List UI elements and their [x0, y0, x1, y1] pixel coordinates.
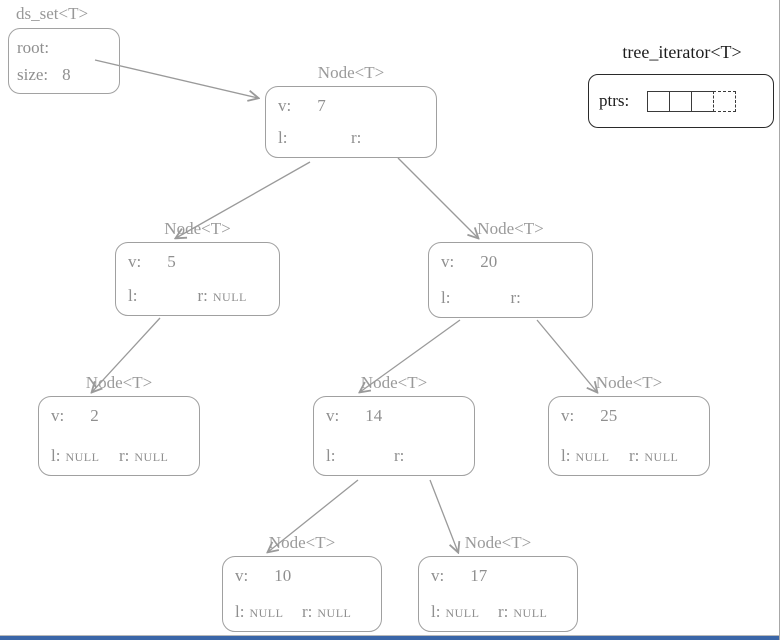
node-type-label: Node<T> — [317, 63, 385, 82]
v-label: v: — [278, 96, 292, 115]
dsset-title: ds_set<T> — [16, 4, 89, 23]
dsset-root-field: root: — [17, 38, 111, 58]
l-label: l: — [278, 128, 288, 147]
node-type-label: Node<T> — [464, 533, 532, 552]
v-label: v: — [51, 406, 65, 425]
dsset-size-field: size: 8 — [17, 65, 111, 85]
node-type-label: Node<T> — [477, 219, 544, 238]
r-field: r: — [394, 446, 409, 466]
r-label: r: — [498, 602, 509, 621]
tree-node-17: v: 17 l: NULL r: NULL — [418, 556, 578, 632]
node-type-label: Node<T> — [164, 219, 231, 238]
r-field: r: NULL — [119, 446, 168, 466]
r-value: NULL — [513, 606, 548, 620]
l-label: l: — [128, 286, 138, 305]
ptr-cell — [691, 90, 715, 112]
r-value: NULL — [134, 450, 169, 464]
v-field: v: 17 — [431, 566, 565, 586]
tree-node-7: v: 7 l: r: — [265, 86, 437, 158]
l-field: l: — [441, 288, 455, 308]
node-type-label: Node<T> — [85, 373, 153, 392]
l-value: NULL — [249, 606, 284, 620]
ptrs-cells — [647, 90, 737, 112]
ptr-cell-dashed — [713, 90, 737, 112]
v-field: v: 25 — [561, 406, 697, 426]
v-field: v: 14 — [326, 406, 462, 426]
l-field: l: — [128, 286, 142, 306]
ptr-cell — [647, 90, 671, 112]
l-value: NULL — [65, 450, 100, 464]
tree-node-25: v: 25 l: NULL r: NULL — [548, 396, 710, 476]
l-field: l: — [278, 128, 292, 148]
l-field: l: NULL — [235, 602, 283, 622]
v-value: 7 — [317, 96, 326, 115]
l-label: l: — [431, 602, 441, 621]
v-field: v: 5 — [128, 252, 267, 272]
l-label: l: — [326, 446, 336, 465]
l-value: NULL — [575, 450, 610, 464]
node-type-label: Node<T> — [360, 373, 428, 392]
node-type-label: Node<T> — [268, 533, 336, 552]
r-value: NULL — [317, 606, 352, 620]
tree-node-14: v: 14 l: r: — [313, 396, 475, 476]
tree-node-5: v: 5 l: r: NULL — [115, 242, 280, 316]
v-field: v: 10 — [235, 566, 369, 586]
r-label: r: — [351, 128, 362, 147]
l-field: l: NULL — [561, 446, 609, 466]
v-label: v: — [431, 566, 445, 585]
dsset-box: root: size: 8 — [8, 28, 120, 94]
v-value: 14 — [365, 406, 383, 425]
v-label: v: — [128, 252, 142, 271]
r-field: r: — [351, 128, 366, 148]
bottom-divider — [0, 635, 779, 636]
l-field: l: NULL — [51, 446, 99, 466]
r-field: r: NULL — [629, 446, 678, 466]
r-value: NULL — [644, 450, 679, 464]
r-field: r: NULL — [198, 286, 247, 306]
v-field: v: 2 — [51, 406, 187, 426]
l-label: l: — [51, 446, 61, 465]
iterator-box: ptrs: — [588, 74, 774, 128]
r-label: r: — [119, 446, 130, 465]
r-field: r: NULL — [302, 602, 351, 622]
v-value: 17 — [470, 566, 488, 585]
v-value: 20 — [480, 252, 498, 271]
l-label: l: — [441, 288, 451, 307]
tree-node-20: v: 20 l: r: — [428, 242, 593, 318]
r-label: r: — [302, 602, 313, 621]
tree-node-10: v: 10 l: NULL r: NULL — [222, 556, 382, 632]
v-field: v: 20 — [441, 252, 580, 272]
size-label: size: — [17, 64, 49, 84]
v-value: 2 — [90, 406, 99, 425]
l-field: l: NULL — [431, 602, 479, 622]
v-label: v: — [441, 252, 455, 271]
r-value: NULL — [212, 290, 247, 304]
r-field: r: NULL — [498, 602, 547, 622]
r-label: r: — [510, 288, 521, 307]
v-label: v: — [561, 406, 575, 425]
r-field: r: — [511, 288, 526, 308]
tree-node-2: v: 2 l: NULL r: NULL — [38, 396, 200, 476]
l-label: l: — [561, 446, 571, 465]
l-value: NULL — [445, 606, 480, 620]
r-label: r: — [629, 446, 640, 465]
l-label: l: — [235, 602, 245, 621]
l-field: l: — [326, 446, 340, 466]
v-label: v: — [235, 566, 249, 585]
v-value: 10 — [274, 566, 292, 585]
r-label: r: — [197, 286, 208, 305]
ptr-cell — [669, 90, 693, 112]
v-field: v: 7 — [278, 96, 424, 116]
r-label: r: — [394, 446, 405, 465]
size-value: 8 — [62, 64, 71, 84]
bottom-frame-bar — [0, 636, 779, 640]
v-value: 5 — [167, 252, 176, 271]
v-label: v: — [326, 406, 340, 425]
iterator-title: tree_iterator<T> — [622, 42, 742, 62]
ptrs-label: ptrs: — [599, 91, 630, 110]
root-label: root: — [17, 37, 50, 57]
v-value: 25 — [600, 406, 618, 425]
node-type-label: Node<T> — [595, 373, 663, 392]
